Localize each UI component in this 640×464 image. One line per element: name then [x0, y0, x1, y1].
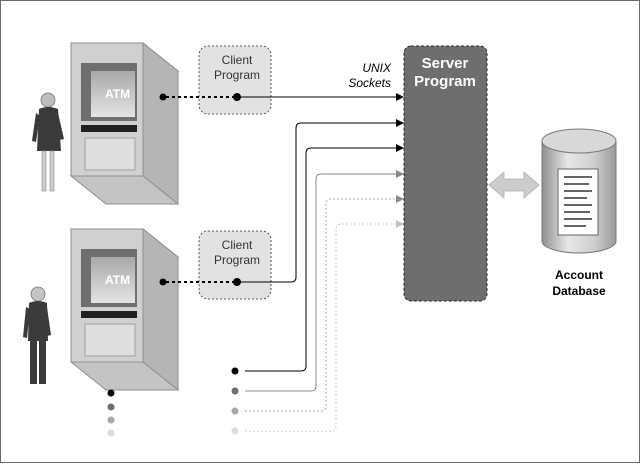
document-icon: [557, 168, 599, 236]
database-label-line2: Database: [552, 284, 606, 298]
socket-connections: [241, 93, 404, 432]
server-program: Server Program: [403, 45, 488, 302]
atm-bottom-label: ATM: [105, 273, 130, 287]
client-program-top: Client Program: [198, 45, 272, 115]
customer-figure-top: [32, 92, 64, 192]
database-label-line1: Account: [555, 268, 603, 282]
atm-top-label: ATM: [105, 87, 130, 101]
client-bottom-line2: Program: [214, 253, 260, 267]
atm-machine-bottom: ATM: [69, 227, 180, 392]
database-icon: [541, 128, 617, 254]
client-top-line1: Client: [222, 53, 253, 67]
customer-figure-bottom: [23, 286, 51, 384]
sockets-label-line1: UNIX: [362, 61, 392, 75]
additional-clients-dots: [231, 367, 239, 435]
atm-client-links: [159, 93, 241, 286]
server-label-line2: Program: [414, 73, 476, 90]
sockets-label-line2: Sockets: [348, 76, 391, 90]
additional-atms-dots: [107, 389, 115, 437]
server-label-line1: Server: [422, 55, 469, 72]
atm-machine-top: ATM: [69, 41, 180, 206]
client-program-bottom: Client Program: [198, 230, 272, 300]
double-arrow-icon: [488, 171, 540, 199]
client-bottom-line1: Client: [222, 238, 253, 252]
client-top-line2: Program: [214, 68, 260, 82]
